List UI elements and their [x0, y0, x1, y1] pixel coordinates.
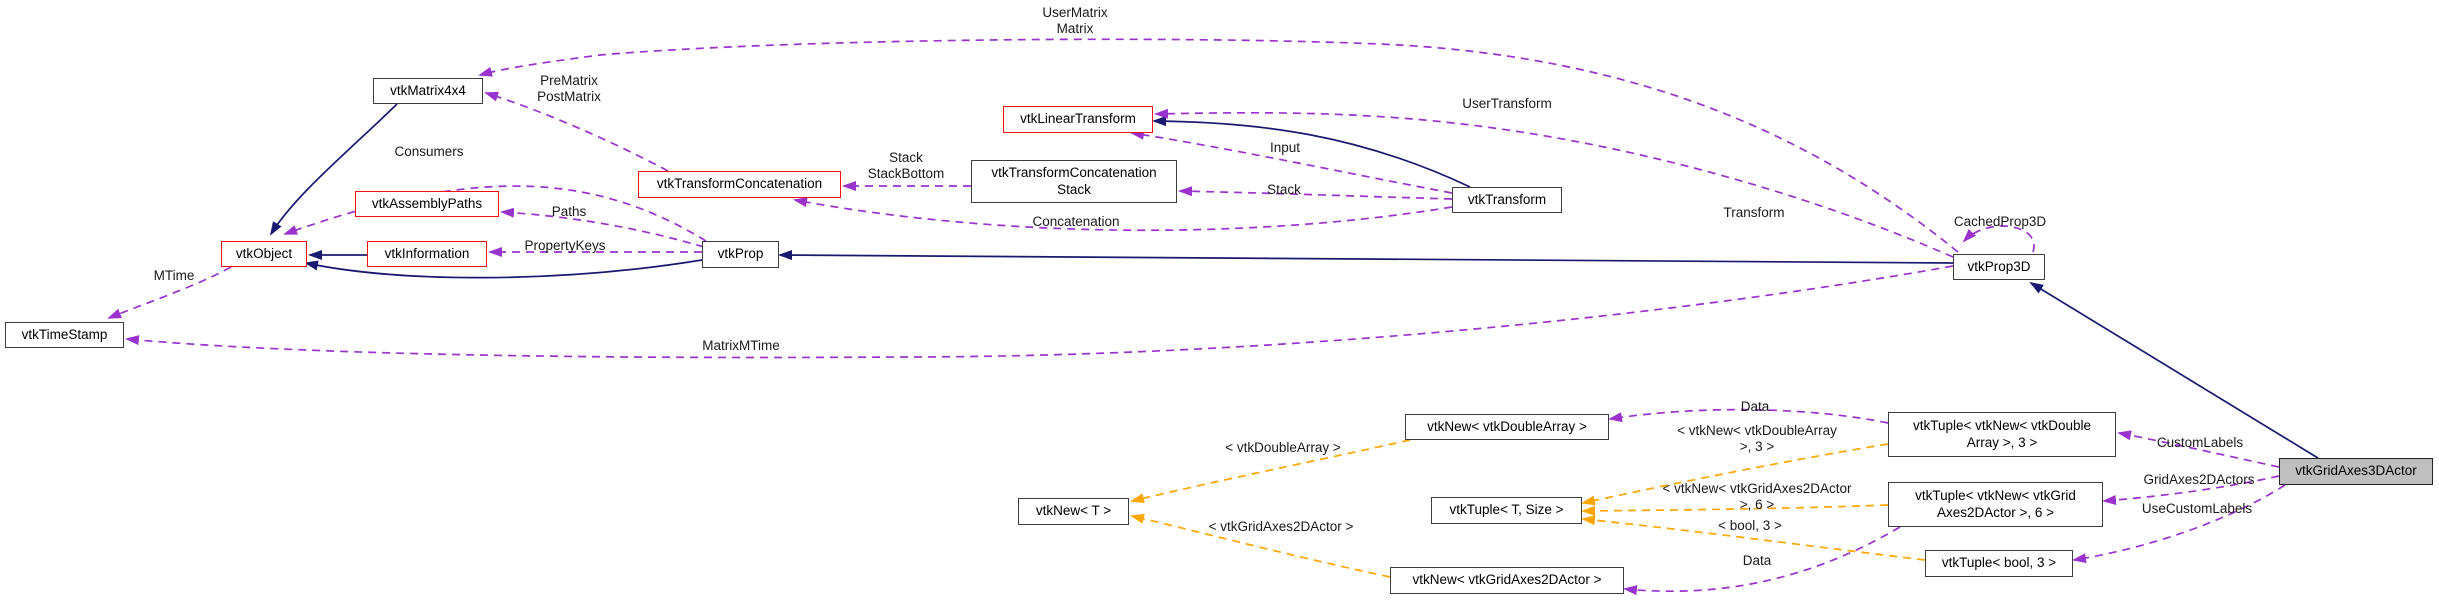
edge-prop3d-prop	[778, 250, 1954, 264]
node-label: vtkTimeStamp	[21, 326, 108, 342]
node-label: Array >, 3 >	[1966, 434, 2038, 450]
node-label: vtkNew< vtkGridAxes2DActor >	[1412, 572, 1602, 588]
edge-tpl-gridaxes6	[1581, 504, 1889, 516]
node-vtkProp3D[interactable]: vtkProp3D	[1953, 254, 2045, 280]
node-label: vtkInformation	[384, 245, 470, 261]
edge-usertransform	[1154, 108, 1954, 258]
node-vtkInformation[interactable]: vtkInformation	[367, 241, 487, 267]
node-label: vtkTuple< vtkNew< vtkGrid	[1915, 487, 2076, 503]
node-vtkGridAxes3DActor[interactable]: vtkGridAxes3DActor	[2279, 458, 2433, 485]
node-label: vtkProp	[717, 246, 764, 262]
node-label: vtkProp3D	[1967, 258, 2031, 274]
node-label: vtkNew< vtkDoubleArray >	[1427, 418, 1587, 434]
edge-prematrix	[484, 91, 669, 172]
node-vtkMatrix4x4[interactable]: vtkMatrix4x4	[373, 78, 483, 104]
node-vtkNewT[interactable]: vtkNew< T >	[1018, 498, 1129, 525]
node-label: vtkTransformConcatenation	[991, 164, 1157, 180]
node-vtkNewDoubleArray[interactable]: vtkNew< vtkDoubleArray >	[1405, 414, 1609, 440]
edge-tpl-doublearray3	[1581, 443, 1889, 506]
edge-input	[1130, 129, 1453, 194]
node-vtkObject[interactable]: vtkObject	[221, 241, 307, 267]
node-label: vtkTransformConcatenation	[656, 176, 823, 192]
edge-tpl-bool3	[1581, 515, 1926, 561]
edge-data-top	[1608, 408, 1889, 424]
edge-stack	[1178, 186, 1453, 200]
node-label: vtkObject	[235, 245, 293, 261]
edge-tpl-gridaxes2dactor	[1130, 513, 1391, 578]
edge-gridaxes3dactor-prop3d	[2029, 281, 2319, 459]
node-vtkTransformConcatenation[interactable]: vtkTransformConcatenation	[638, 171, 841, 198]
node-label: vtkTuple< T, Size >	[1449, 502, 1564, 518]
edge-gridaxes2dactors	[2102, 475, 2280, 506]
node-vtkLinearTransform[interactable]: vtkLinearTransform	[1003, 106, 1153, 133]
edge-concatenation	[793, 197, 1453, 232]
edge-usecustomlabels	[2072, 484, 2286, 564]
edge-matrixmtime	[125, 265, 1954, 359]
edge-prop-object	[304, 259, 703, 279]
node-vtkTupleTSize[interactable]: vtkTuple< T, Size >	[1431, 497, 1582, 524]
node-label: vtkTransform	[1467, 191, 1547, 207]
node-vtkTransform[interactable]: vtkTransform	[1452, 187, 1562, 213]
node-label: vtkTuple< bool, 3 >	[1941, 555, 2057, 571]
node-vtkNewGridAxes2DActor[interactable]: vtkNew< vtkGridAxes2DActor >	[1390, 567, 1624, 594]
node-vtkProp[interactable]: vtkProp	[702, 241, 779, 268]
node-label: vtkTuple< vtkNew< vtkDouble	[1912, 417, 2092, 433]
node-label: vtkMatrix4x4	[390, 82, 466, 98]
node-label: Stack	[1057, 181, 1091, 197]
node-vtkTupleBool3[interactable]: vtkTuple< bool, 3 >	[1925, 550, 2073, 577]
node-vtkAssemblyPaths[interactable]: vtkAssemblyPaths	[355, 191, 499, 217]
edge-tpl-doublearray	[1130, 439, 1411, 504]
node-label: vtkNew< T >	[1035, 503, 1112, 519]
edge-customlabels	[2117, 430, 2280, 468]
edge-mtime	[107, 266, 232, 319]
edge-matrix4x4-object	[269, 103, 398, 236]
node-label: vtkLinearTransform	[1020, 111, 1136, 127]
edge-paths	[500, 207, 705, 248]
node-vtkTimeStamp[interactable]: vtkTimeStamp	[5, 322, 124, 348]
node-label: vtkAssemblyPaths	[371, 195, 483, 211]
node-label: Axes2DActor >, 6 >	[1936, 504, 2055, 520]
edge-transform-lineartransform	[1152, 116, 1471, 188]
edge-cachedprop3d	[1962, 225, 2035, 253]
edge-data-bottom	[1623, 526, 1901, 596]
node-label: vtkGridAxes3DActor	[2295, 463, 2417, 479]
edge-usermatrix	[478, 38, 1959, 253]
